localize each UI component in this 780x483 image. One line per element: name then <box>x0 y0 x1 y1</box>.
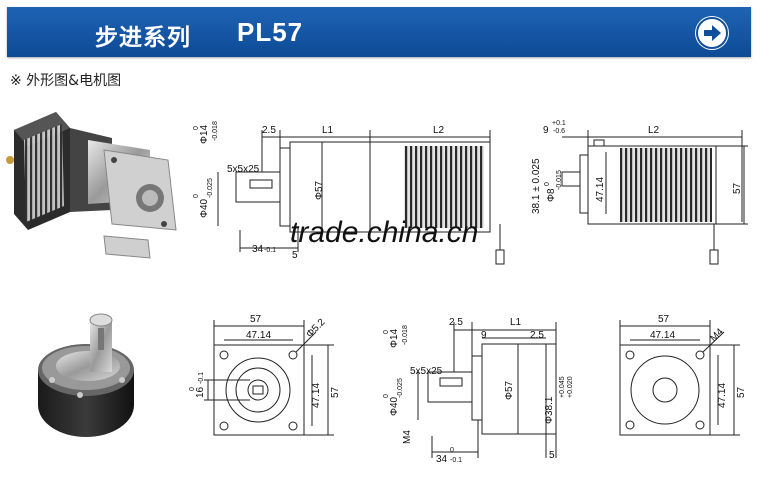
top-d-flange-tol-bot: -0.025 <box>207 178 214 198</box>
motor-d-shaft-tol-bot: -0.015 <box>556 170 563 190</box>
bs-dim-34-tol-top: 0 <box>450 447 454 454</box>
f2-dim-47-14-v: 47.14 <box>717 383 728 408</box>
f2-thread: M4 <box>708 326 726 344</box>
series-title: 步进系列 <box>95 25 191 51</box>
top-side-view <box>217 130 491 252</box>
gearbox-photo <box>38 313 134 437</box>
motor-dim-9-tol-top: +0.1 <box>552 120 566 127</box>
bs-d-shaft-tol-top: 0 <box>383 330 390 334</box>
f1-dim-57-v: 57 <box>330 386 341 398</box>
bs-key: 5x5x25 <box>410 366 443 377</box>
model-title: PL57 <box>237 17 304 47</box>
f1-dim-16-tol-top: 0 <box>189 387 196 391</box>
bs-dim-2-5-a: 2.5 <box>449 317 463 328</box>
f1-d-hole: Φ5.2 <box>304 317 328 341</box>
bottom-front-view-1 <box>204 320 334 436</box>
top-dim-l1: L1 <box>322 125 334 136</box>
top-d-flange-tol-top: 0 <box>193 194 200 198</box>
top-dim-34-tol: -0.1 <box>264 247 276 254</box>
bs-d-flange: Φ40 <box>389 396 400 416</box>
motor-dim-l2: L2 <box>648 125 660 136</box>
section-label: ※ 外形图&电机图 <box>10 73 122 89</box>
top-dim-5: 5 <box>292 250 298 261</box>
top-d-shaft-tol-bot: -0.018 <box>212 121 219 141</box>
watermark: trade.china.cn <box>290 216 478 249</box>
f2-dim-47-14-h: 47.14 <box>650 330 675 341</box>
top-d-body: Φ57 <box>314 180 325 200</box>
f1-dim-47-14-h: 47.14 <box>246 330 271 341</box>
bs-dim-l1: L1 <box>510 317 522 328</box>
bs-d-pilot-tol-top: +0.045 <box>559 376 566 398</box>
bs-d-shaft: Φ14 <box>389 328 400 348</box>
bs-thread: M4 <box>402 430 413 444</box>
bottom-front-view-2 <box>619 320 740 436</box>
top-d-shaft-tol-top: 0 <box>193 126 200 130</box>
f1-dim-47-14-v: 47.14 <box>311 383 322 408</box>
f1-dim-16: 16 <box>195 386 206 398</box>
bs-d-body: Φ57 <box>504 380 515 400</box>
f2-dim-57-v: 57 <box>736 386 747 398</box>
top-motor-view <box>495 130 748 265</box>
motor-photo-1 <box>6 112 177 259</box>
top-dim-34: 34 <box>252 244 264 255</box>
bs-d-flange-tol-top: 0 <box>383 394 390 398</box>
motor-d-pilot: 38.1 ± 0.025 <box>531 158 542 214</box>
bs-dim-2-5-b: 2.5 <box>530 330 544 341</box>
bs-d-pilot: Φ38.1 <box>544 396 555 424</box>
bs-d-pilot-tol-bot: +0.020 <box>567 376 574 398</box>
bs-dim-5: 5 <box>549 450 555 461</box>
f2-dim-57: 57 <box>658 314 670 325</box>
arrow-right-circle-icon[interactable] <box>695 16 729 50</box>
top-d-shaft: Φ14 <box>199 124 210 144</box>
bs-dim-34: 34 <box>436 454 448 465</box>
bs-d-flange-tol-bot: -0.025 <box>397 378 404 398</box>
motor-d-shaft: Φ8 <box>546 188 557 202</box>
motor-dim-9-tol-bot: -0.6 <box>553 128 565 135</box>
top-dim-2-5: 2.5 <box>262 125 276 136</box>
motor-dim-9: 9 <box>543 125 549 136</box>
motor-d-shaft-tol-top: 0 <box>544 182 551 186</box>
motor-dim-47-14: 47.14 <box>595 177 606 202</box>
f1-dim-57: 57 <box>250 314 262 325</box>
f1-dim-16-tol-bot: -0.1 <box>198 372 205 384</box>
bs-d-shaft-tol-bot: -0.018 <box>402 325 409 345</box>
motor-dim-57: 57 <box>732 182 743 194</box>
bs-dim-9: 9 <box>481 330 487 341</box>
bottom-side-view <box>417 322 557 458</box>
bs-dim-34-tol-bot: -0.1 <box>450 457 462 464</box>
top-d-flange: Φ40 <box>199 198 210 218</box>
page-header: 步进系列 PL57 <box>7 7 751 57</box>
top-key: 5x5x25 <box>227 164 260 175</box>
top-dim-l2: L2 <box>433 125 445 136</box>
